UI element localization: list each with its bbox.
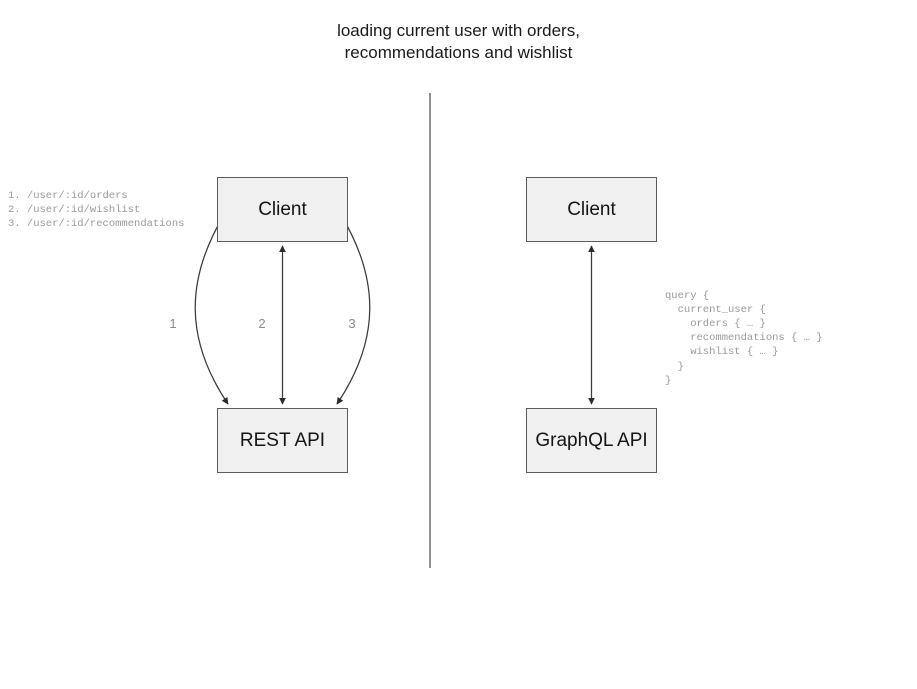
node-rest-api[interactable]: REST API: [217, 408, 348, 473]
rest-endpoints-list: 1. /user/:id/orders 2. /user/:id/wishlis…: [8, 189, 185, 230]
node-rest-client[interactable]: Client: [217, 177, 348, 242]
page-title: loading current user with orders, recomm…: [337, 21, 580, 62]
edge-label-1: 1: [169, 316, 177, 331]
node-graphql-api[interactable]: GraphQL API: [526, 408, 657, 473]
edge-rest-3-curve: [336, 214, 371, 405]
graphql-query-snippet: query { current_user { orders { … } reco…: [665, 289, 823, 387]
edge-rest-1-curve: [194, 214, 229, 405]
edge-label-2: 2: [258, 316, 266, 331]
node-graphql-client[interactable]: Client: [526, 177, 657, 242]
edge-label-3: 3: [348, 316, 356, 331]
